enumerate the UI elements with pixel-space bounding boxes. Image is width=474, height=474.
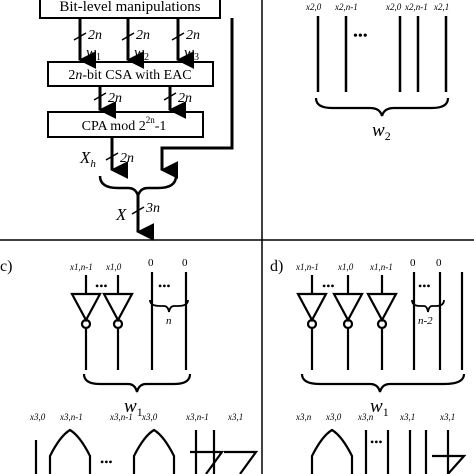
w3-label: w3: [184, 45, 199, 63]
cpa-block: [47, 111, 204, 138]
x-out-label: X: [115, 205, 127, 224]
buffer-bottom-2: [224, 450, 259, 474]
w2-brace: [314, 97, 450, 117]
c-input-3: 0: [182, 257, 188, 269]
w3-width-label: 2n: [186, 28, 200, 43]
merge-brace: [98, 175, 178, 197]
b-input-0: x2,0: [305, 2, 322, 12]
d-bottom-input-0: x3,n: [295, 412, 312, 422]
d-input-3: 0: [410, 257, 416, 269]
c-bottom-ellipsis: •••: [100, 455, 113, 469]
d-input-2: x1,n-1: [369, 262, 393, 272]
w2-label: w2: [134, 45, 149, 63]
panel-c-text: c) x1,n-1 x1,0 0 0 ••• ••• n w1 x3,0 x3,…: [0, 257, 243, 469]
panel-a: [39, 0, 234, 241]
panel-d: [296, 272, 467, 474]
d-bottom-ellipsis: •••: [370, 435, 383, 449]
csa-label: 2n-bit CSA with EAC: [68, 68, 191, 83]
b-output-label: w2: [372, 120, 391, 143]
csa-out-right-width: 2n: [178, 91, 192, 106]
d-input-0: x1,n-1: [295, 262, 319, 272]
inverter-left: [70, 292, 102, 323]
c-bottom-input-4: x3,n-1: [185, 412, 209, 422]
d-inverter-1: [296, 292, 328, 323]
d-buffer-bottom: [432, 454, 467, 474]
x-out-width-label: 3n: [145, 201, 160, 216]
b-input-3: x2,n-1: [404, 2, 428, 12]
d-inverter-2: [332, 292, 364, 323]
c-label: c): [0, 258, 12, 275]
bit-level-block: [39, 0, 221, 19]
d-bottom-input-1: x3,0: [325, 412, 342, 422]
d-label: d): [270, 258, 283, 275]
c-bottom-input-3: x3,0: [141, 412, 158, 422]
cpa-label: CPA mod 22n-1: [82, 115, 167, 134]
d-or-gate: [310, 428, 354, 474]
d-input-1: x1,0: [337, 262, 354, 272]
c-input-0: x1,n-1: [69, 262, 93, 272]
d-bottom-input-4: x3,1: [439, 412, 455, 422]
d-bottom-input-2: x3,n: [357, 412, 374, 422]
c-input-2: 0: [148, 257, 154, 269]
panel-b: [314, 16, 450, 117]
c-bottom-input-5: x3,1: [227, 412, 243, 422]
panel-b-text: x2,0 x2,n-1 x2,0 x2,n-1 x2,1 ••• w2: [305, 2, 449, 143]
d-output-label: w1: [370, 396, 389, 419]
panel-c: [34, 272, 259, 474]
buffer-bottom-1: [190, 450, 225, 474]
n-2-brace: [411, 299, 445, 313]
xh-label: Xh: [79, 148, 96, 170]
d-input-4: 0: [436, 257, 442, 269]
w2-width-label: 2n: [136, 28, 150, 43]
b-input-2: x2,0: [385, 2, 402, 12]
c-bottom-input-1: x3,n-1: [59, 412, 83, 422]
d-ellipsis-top: •••: [322, 279, 335, 293]
c-output-label: w1: [124, 396, 143, 419]
c-ellipsis-zero: •••: [158, 279, 171, 293]
or-gate-1: [48, 428, 92, 474]
b-input-4: x2,1: [433, 2, 449, 12]
b-input-1: x2,n-1: [334, 2, 358, 12]
c-bottom-input-2: x3,n-1: [109, 412, 133, 422]
w1-label: w1: [86, 45, 101, 63]
d-inverter-3: [366, 292, 398, 323]
w1-width-label: 2n: [88, 28, 102, 43]
c-ellipsis-top: •••: [95, 279, 108, 293]
bit-level-label: Bit-level manipulations: [59, 0, 200, 15]
csa-out-left-width: 2n: [108, 91, 122, 106]
d-bottom-input-3: x3,1: [399, 412, 415, 422]
c-bottom-input-0: x3,0: [29, 412, 46, 422]
c-input-1: x1,0: [105, 262, 122, 272]
w1-brace-d: [300, 373, 466, 393]
d-ellipsis-zero: •••: [418, 279, 431, 293]
panel-a-text: Bit-level manipulations 2n 2n 2n w1 w2 w…: [59, 0, 200, 224]
panel-d-text: d) x1,n-1 x1,0 x1,n-1 0 0 ••• ••• n-2 w1…: [270, 257, 455, 449]
n-brace: [149, 299, 189, 313]
inverter-right: [102, 292, 134, 323]
c-brace-count: n: [166, 315, 172, 327]
or-gate-2: [132, 428, 176, 474]
w1-brace-c: [82, 373, 192, 393]
d-brace-count: n-2: [418, 315, 433, 327]
b-ellipsis: •••: [353, 29, 368, 44]
xh-width-label: 2n: [120, 151, 134, 166]
